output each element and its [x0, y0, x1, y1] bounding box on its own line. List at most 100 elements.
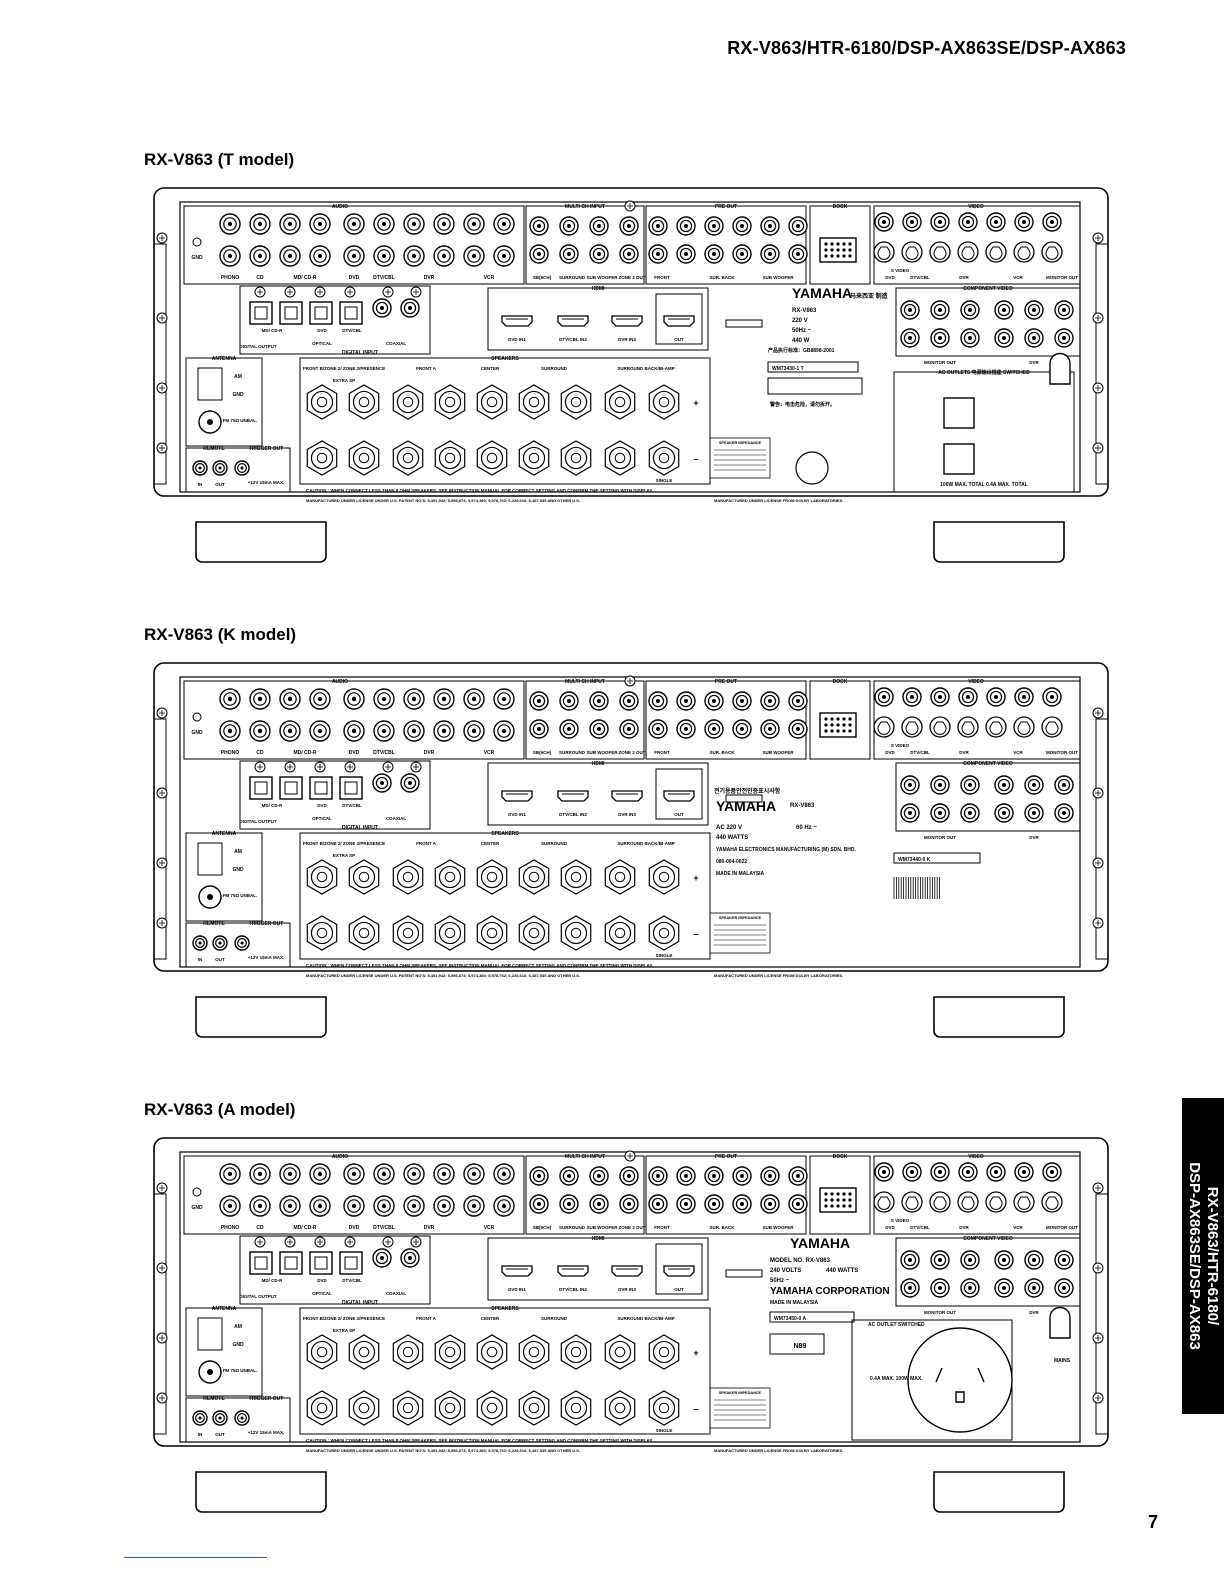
speaker-impedance-label: SPEAKER IMPEDANCE [719, 441, 762, 445]
speaker-terminal-plus [560, 384, 592, 420]
speaker-terminal-ring [480, 865, 504, 889]
speaker-terminal-ring [480, 390, 504, 414]
dock-pin [836, 1204, 840, 1208]
rca-jack-ring [791, 247, 805, 261]
dock-pin [842, 254, 846, 258]
rca-jack-pin [1032, 336, 1036, 340]
front-a-label: FRONT A [416, 366, 437, 371]
rca-jack-ring [963, 331, 977, 345]
rca-jack-ring [375, 1251, 389, 1265]
video-vcr-label: VCR [1013, 1225, 1023, 1230]
speaker-terminal-ring [608, 921, 632, 945]
remote-out-label: OUT [215, 1432, 225, 1437]
rca-jack-ring [407, 217, 421, 231]
audio-label: AUDIO [332, 1154, 348, 1160]
dock-pin [830, 1192, 834, 1196]
screw-cross [287, 289, 293, 295]
speaker-terminal-ring [396, 865, 420, 889]
rca-jack-ring [237, 463, 247, 473]
screw-cross [347, 289, 353, 295]
screw-cross [1095, 1335, 1101, 1341]
speaker-terminal-minus [348, 440, 380, 476]
hdmi-in3-port [611, 315, 643, 327]
speaker-terminal-core [658, 927, 670, 939]
speaker-terminal-core [614, 396, 626, 408]
extra-sp-label: EXTRA SP [333, 853, 355, 858]
rca-jack-ring [195, 463, 205, 473]
speaker-terminal-core [570, 1346, 582, 1358]
rca-jack-pin [471, 253, 477, 259]
rca-jack-ring [347, 1199, 361, 1213]
screw-cross [317, 764, 323, 770]
corp-label: YAMAHA CORPORATION [770, 1286, 890, 1297]
rca-jack-ring [223, 217, 237, 231]
speaker-terminal-ring [396, 1340, 420, 1364]
screw-cross [159, 1185, 165, 1191]
speaker-terminal-ring [652, 446, 676, 470]
ac-outlets-frame [893, 371, 1075, 493]
video-dtv-label: DTV/CBL [910, 275, 930, 280]
speaker-terminal-core [316, 1346, 328, 1358]
speaker-terminal-core [528, 1402, 540, 1414]
fan-grille [795, 451, 829, 485]
rca-jack-ring [791, 1169, 805, 1183]
rca-jack-pin [656, 1202, 660, 1206]
rca-jack-pin [501, 728, 507, 734]
rca-jack-pin [1062, 783, 1066, 787]
rca-jack-pin [712, 727, 716, 731]
svideo-jack-socket [1045, 246, 1059, 260]
rca-jack-ring [467, 249, 481, 263]
rca-jack-ring [403, 301, 417, 315]
rca-jack-ring [933, 778, 947, 792]
dock-pin [830, 1204, 834, 1208]
speaker-impedance-label: SPEAKER IMPEDANCE [719, 1391, 762, 1395]
rca-jack-ring [963, 806, 977, 820]
rca-jack-ring [961, 690, 975, 704]
audio-label: AUDIO [332, 679, 348, 685]
rca-jack-ring [497, 1167, 511, 1181]
rca-jack-pin [287, 221, 293, 227]
optical-port-inner [284, 781, 298, 795]
fm-jack-pin [207, 1369, 213, 1375]
power-label: 440 WATTS [716, 835, 748, 841]
rca-jack-pin [501, 1171, 507, 1177]
rca-jack-pin [408, 1256, 412, 1260]
rca-jack-pin [537, 224, 541, 228]
rca-jack-pin [1002, 1286, 1006, 1290]
screw-cross [257, 1239, 263, 1245]
rca-jack-ring [467, 692, 481, 706]
rca-jack-ring [467, 1167, 481, 1181]
optical-port-inner [344, 1256, 358, 1270]
rca-jack-pin [684, 1174, 688, 1178]
screw-cross [1095, 790, 1101, 796]
rca-jack-pin [994, 220, 998, 224]
speaker-terminal-core [658, 452, 670, 464]
screw-cross [1095, 860, 1101, 866]
subwoofer-label: SUB WOOFER [587, 1225, 619, 1230]
gnd-terminal-icon [192, 712, 202, 722]
hdmi-in1-port [501, 315, 533, 327]
rca-jack-pin [968, 1286, 972, 1290]
component-monitor-out-label: MONITOR OUT [924, 1310, 956, 1315]
rca-jack-ring [997, 1281, 1011, 1295]
pre-out-label: PRE OUT [715, 1154, 737, 1160]
screw-cross [627, 678, 633, 684]
rca-jack-ring [989, 1165, 1003, 1179]
am-label: AM [234, 849, 242, 855]
speaker-terminal-minus [476, 1390, 508, 1426]
video-dvd-label: DVD [885, 275, 895, 280]
speaker-terminal-ring [438, 865, 462, 889]
zone2-label: ZONE 2 OUT [618, 1225, 645, 1230]
rca-jack-ring [735, 722, 749, 736]
subwoofer-label: SUB WOOFER [587, 275, 619, 280]
speaker-terminal-plus [604, 384, 636, 420]
multi-ch-frame [525, 205, 645, 285]
rca-jack-pin [908, 811, 912, 815]
rca-jack-pin [684, 727, 688, 731]
rca-jack-pin [471, 696, 477, 702]
remote-in-label: IN [198, 1432, 203, 1437]
voltage-label: AC 220 V [716, 825, 742, 831]
rca-jack-ring [903, 778, 917, 792]
kc-label: 전기용품안전인증표시사항 [714, 787, 781, 795]
